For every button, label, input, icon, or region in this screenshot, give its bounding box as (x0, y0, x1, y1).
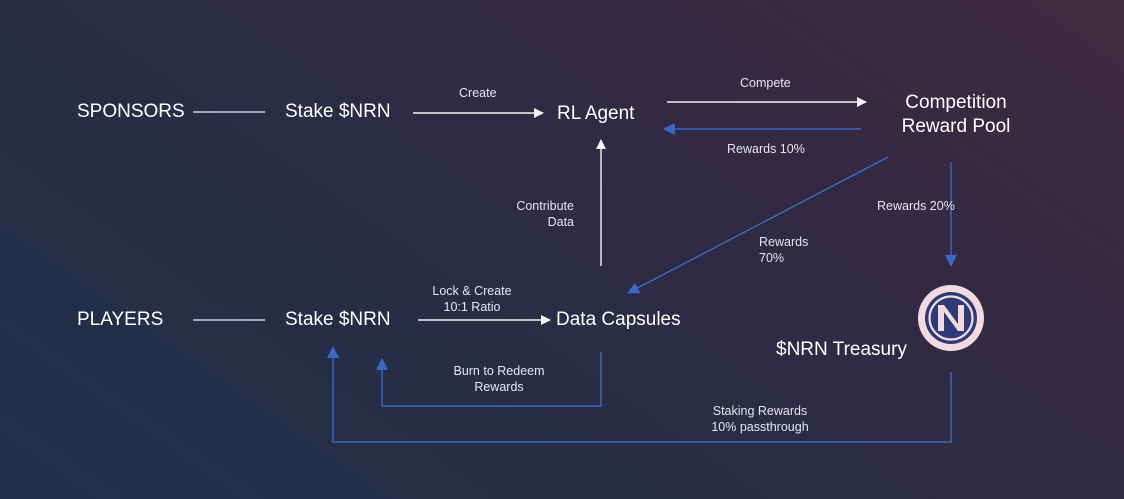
players-node: PLAYERS (77, 309, 164, 330)
label-compete: Compete (740, 76, 791, 90)
sponsor-stake-node: Stake $NRN (285, 101, 391, 122)
label-rewards-20: Rewards 20% (877, 199, 955, 213)
label-staking-rewards: Staking Rewards 10% passthrough (711, 404, 809, 434)
competition-reward-pool-node: Competition Reward Pool (902, 91, 1011, 139)
data-capsules-node: Data Capsules (556, 309, 681, 330)
label-burn-redeem: Burn to Redeem Rewards (453, 364, 545, 394)
edge-rewards70-arrow (627, 156, 889, 294)
edge-staking-rewards-arrow (327, 346, 952, 443)
competition-line-2: Reward Pool (901, 116, 1011, 137)
label-rewards-70: Rewards 70% (759, 235, 809, 265)
label-lock-create: Lock & Create 10:1 Ratio (432, 284, 512, 314)
label-contribute-data: Contribute Data (516, 199, 574, 229)
label-create: Create (459, 86, 497, 100)
label-rewards-10: Rewards 10% (727, 142, 805, 156)
nrn-logo-icon (918, 285, 984, 351)
rl-agent-node: RL Agent (557, 103, 635, 124)
competition-line-1: Competition (905, 92, 1007, 113)
player-stake-node: Stake $NRN (285, 309, 391, 330)
edge-burn-redeem-arrow (376, 352, 602, 407)
sponsors-node: SPONSORS (77, 101, 185, 122)
treasury-node: $NRN Treasury (776, 339, 907, 360)
